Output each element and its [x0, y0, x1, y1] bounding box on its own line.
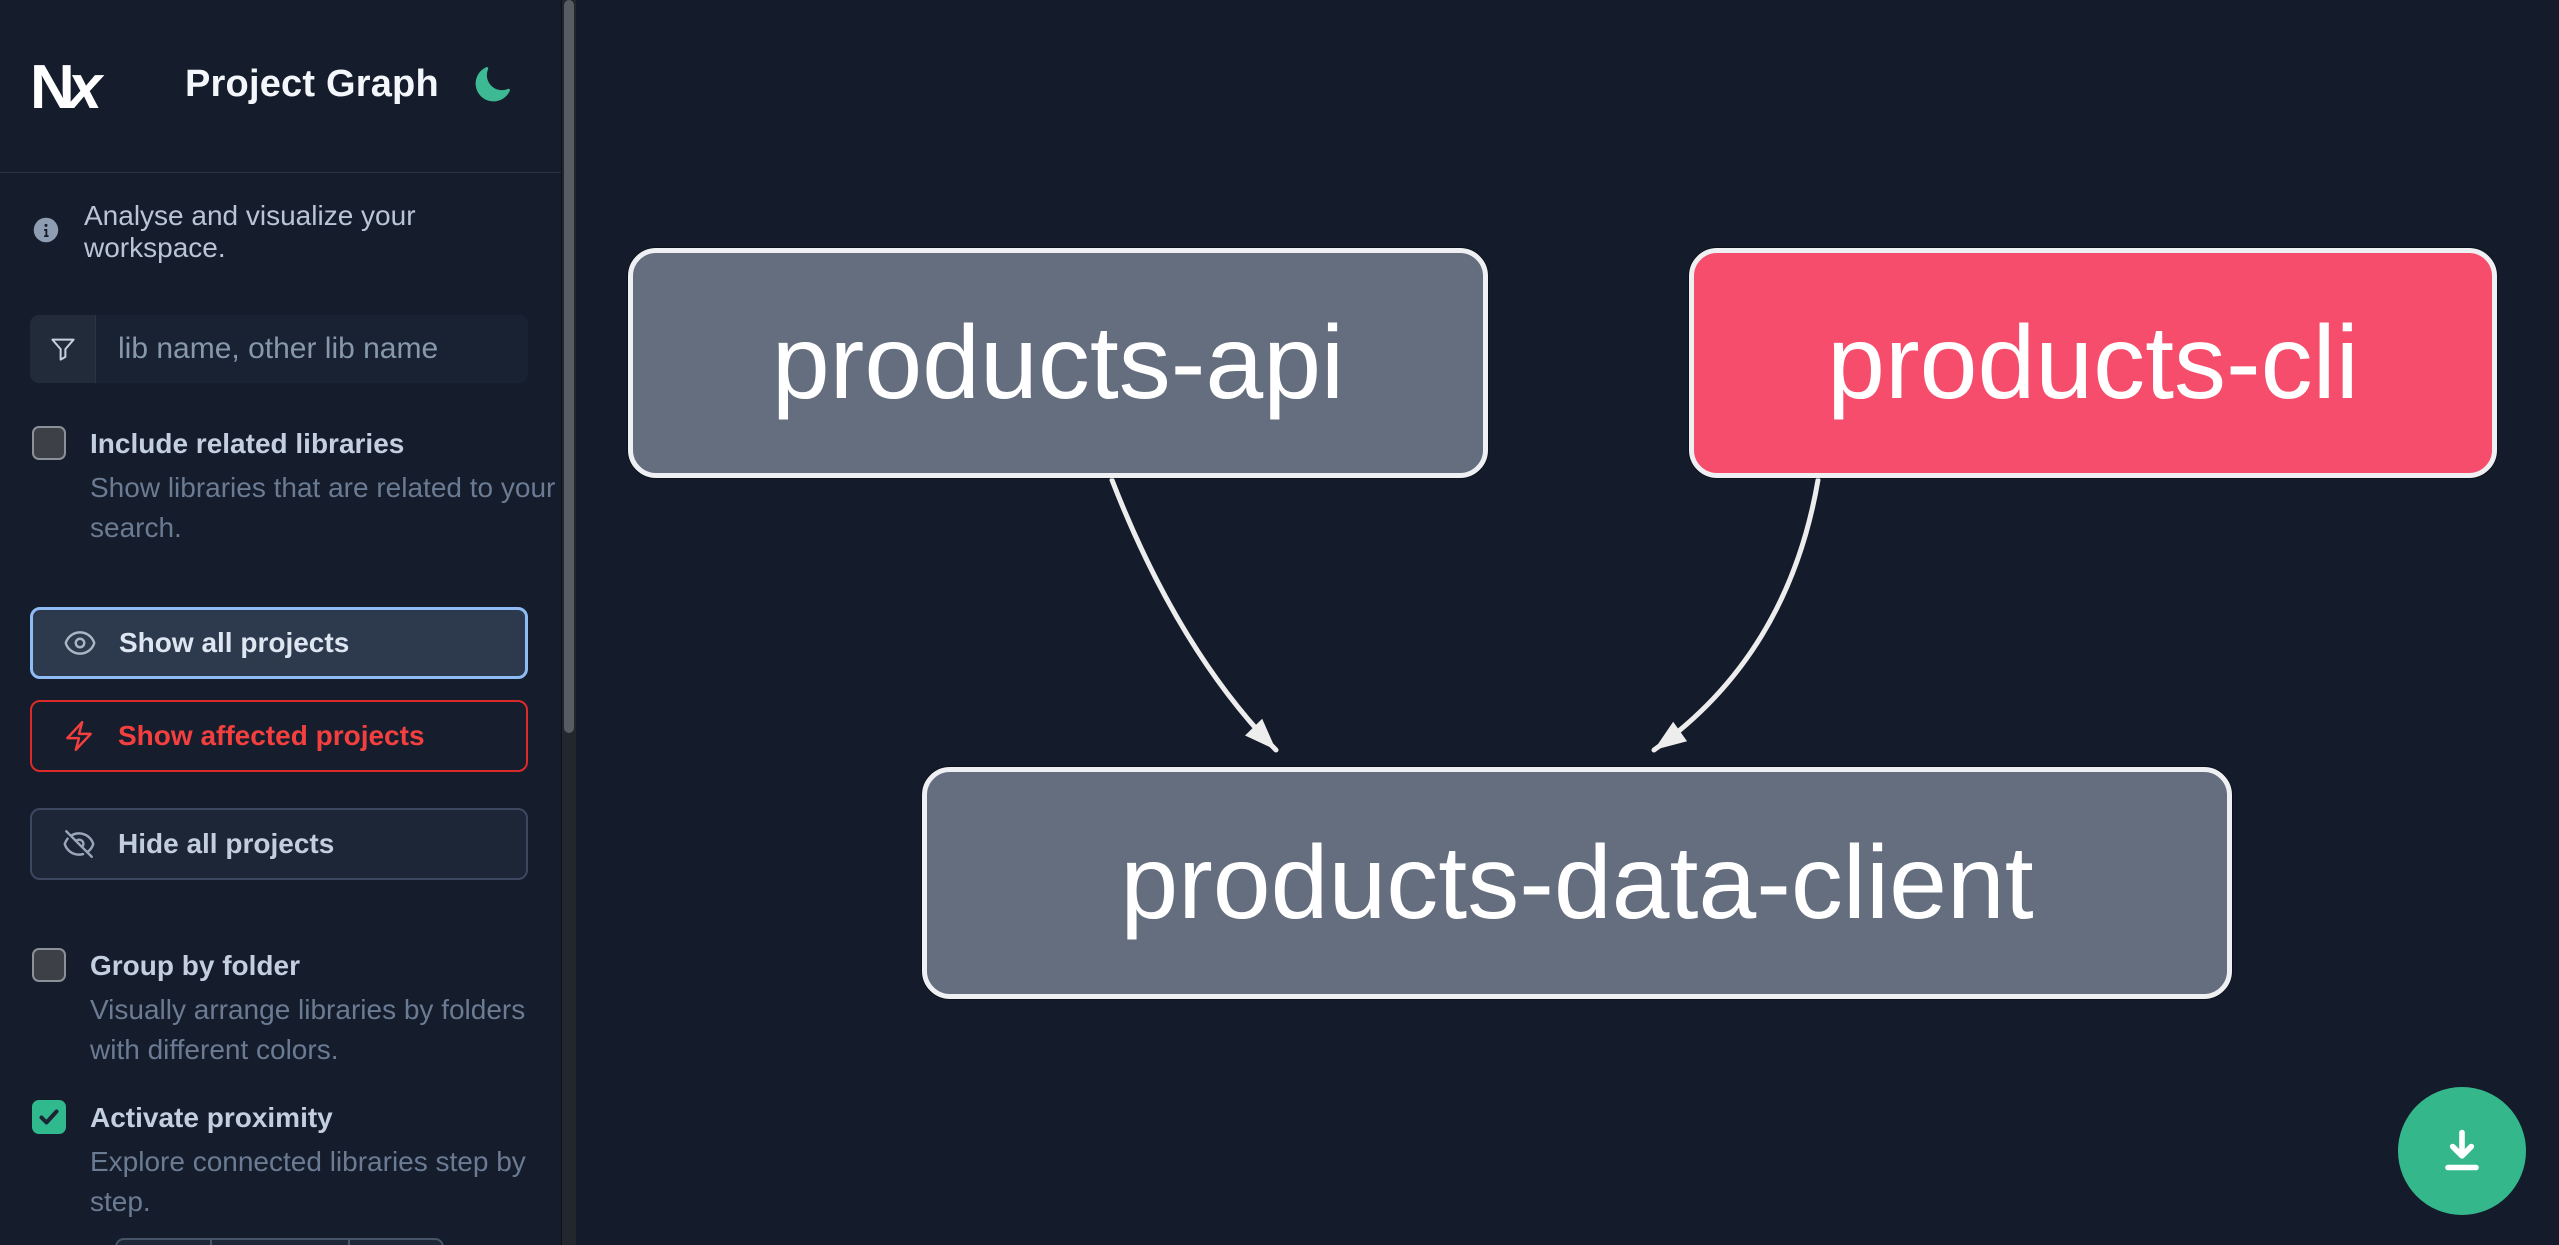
- activate-proximity-checkbox[interactable]: [32, 1100, 66, 1134]
- edge-products-api-to-data-client: [1109, 477, 1279, 753]
- eye-icon: [63, 626, 97, 660]
- graph-node-products-data-client[interactable]: products-data-client: [922, 767, 2232, 999]
- group-by-folder-checkbox[interactable]: [32, 948, 66, 982]
- download-graph-button[interactable]: [2398, 1087, 2526, 1215]
- node-label: products-cli: [1827, 304, 2359, 421]
- graph-node-products-api[interactable]: products-api: [628, 248, 1488, 478]
- search-input[interactable]: [96, 315, 528, 383]
- include-related-description: Show libraries that are related to your …: [90, 472, 556, 543]
- graph-edges: [1109, 477, 1821, 753]
- show-affected-projects-button[interactable]: Show affected projects: [30, 700, 528, 772]
- download-icon: [2434, 1122, 2490, 1181]
- nx-logo-n: N: [30, 52, 75, 122]
- graph-canvas[interactable]: products-api products-cli products-data-…: [576, 0, 2559, 1245]
- sidebar-scrollbar-thumb[interactable]: [564, 0, 574, 733]
- include-related-label[interactable]: Include related libraries: [90, 428, 405, 459]
- search-box: [30, 315, 528, 383]
- nx-logo-x: x: [67, 52, 103, 122]
- stepper-increment-button[interactable]: [350, 1240, 442, 1245]
- graph-node-products-cli[interactable]: products-cli: [1689, 248, 2497, 478]
- stepper-value: [212, 1240, 350, 1245]
- tagline-text: Analyse and visualize your workspace.: [84, 200, 416, 263]
- activate-proximity-label[interactable]: Activate proximity: [90, 1102, 333, 1133]
- hide-all-projects-button[interactable]: Hide all projects: [30, 808, 528, 880]
- node-label: products-api: [771, 304, 1345, 421]
- include-related-checkbox[interactable]: [32, 426, 66, 460]
- moon-icon: [470, 66, 514, 110]
- hide-all-projects-label: Hide all projects: [118, 828, 335, 859]
- funnel-icon: [30, 315, 96, 383]
- bolt-icon: [62, 719, 96, 753]
- show-affected-projects-label: Show affected projects: [118, 720, 425, 751]
- node-label: products-data-client: [1120, 824, 2034, 941]
- show-all-projects-button[interactable]: Show all projects: [30, 607, 528, 679]
- edge-products-cli-to-data-client: [1651, 477, 1821, 753]
- group-by-folder-label[interactable]: Group by folder: [90, 950, 300, 981]
- group-by-folder-description: Visually arrange libraries by folders wi…: [90, 994, 526, 1065]
- stepper-decrement-button[interactable]: [117, 1240, 212, 1245]
- info-icon: [32, 216, 60, 249]
- eye-slash-icon: [62, 827, 96, 861]
- proximity-depth-stepper: [115, 1238, 444, 1245]
- show-all-projects-label: Show all projects: [119, 627, 350, 658]
- theme-toggle-button[interactable]: [468, 62, 516, 110]
- workspace-tagline: Analyse and visualize your workspace.: [32, 200, 532, 264]
- sidebar-scrollbar[interactable]: [562, 0, 576, 1245]
- activate-proximity-description: Explore connected libraries step by step…: [90, 1146, 526, 1217]
- page-title: Project Graph: [185, 63, 439, 105]
